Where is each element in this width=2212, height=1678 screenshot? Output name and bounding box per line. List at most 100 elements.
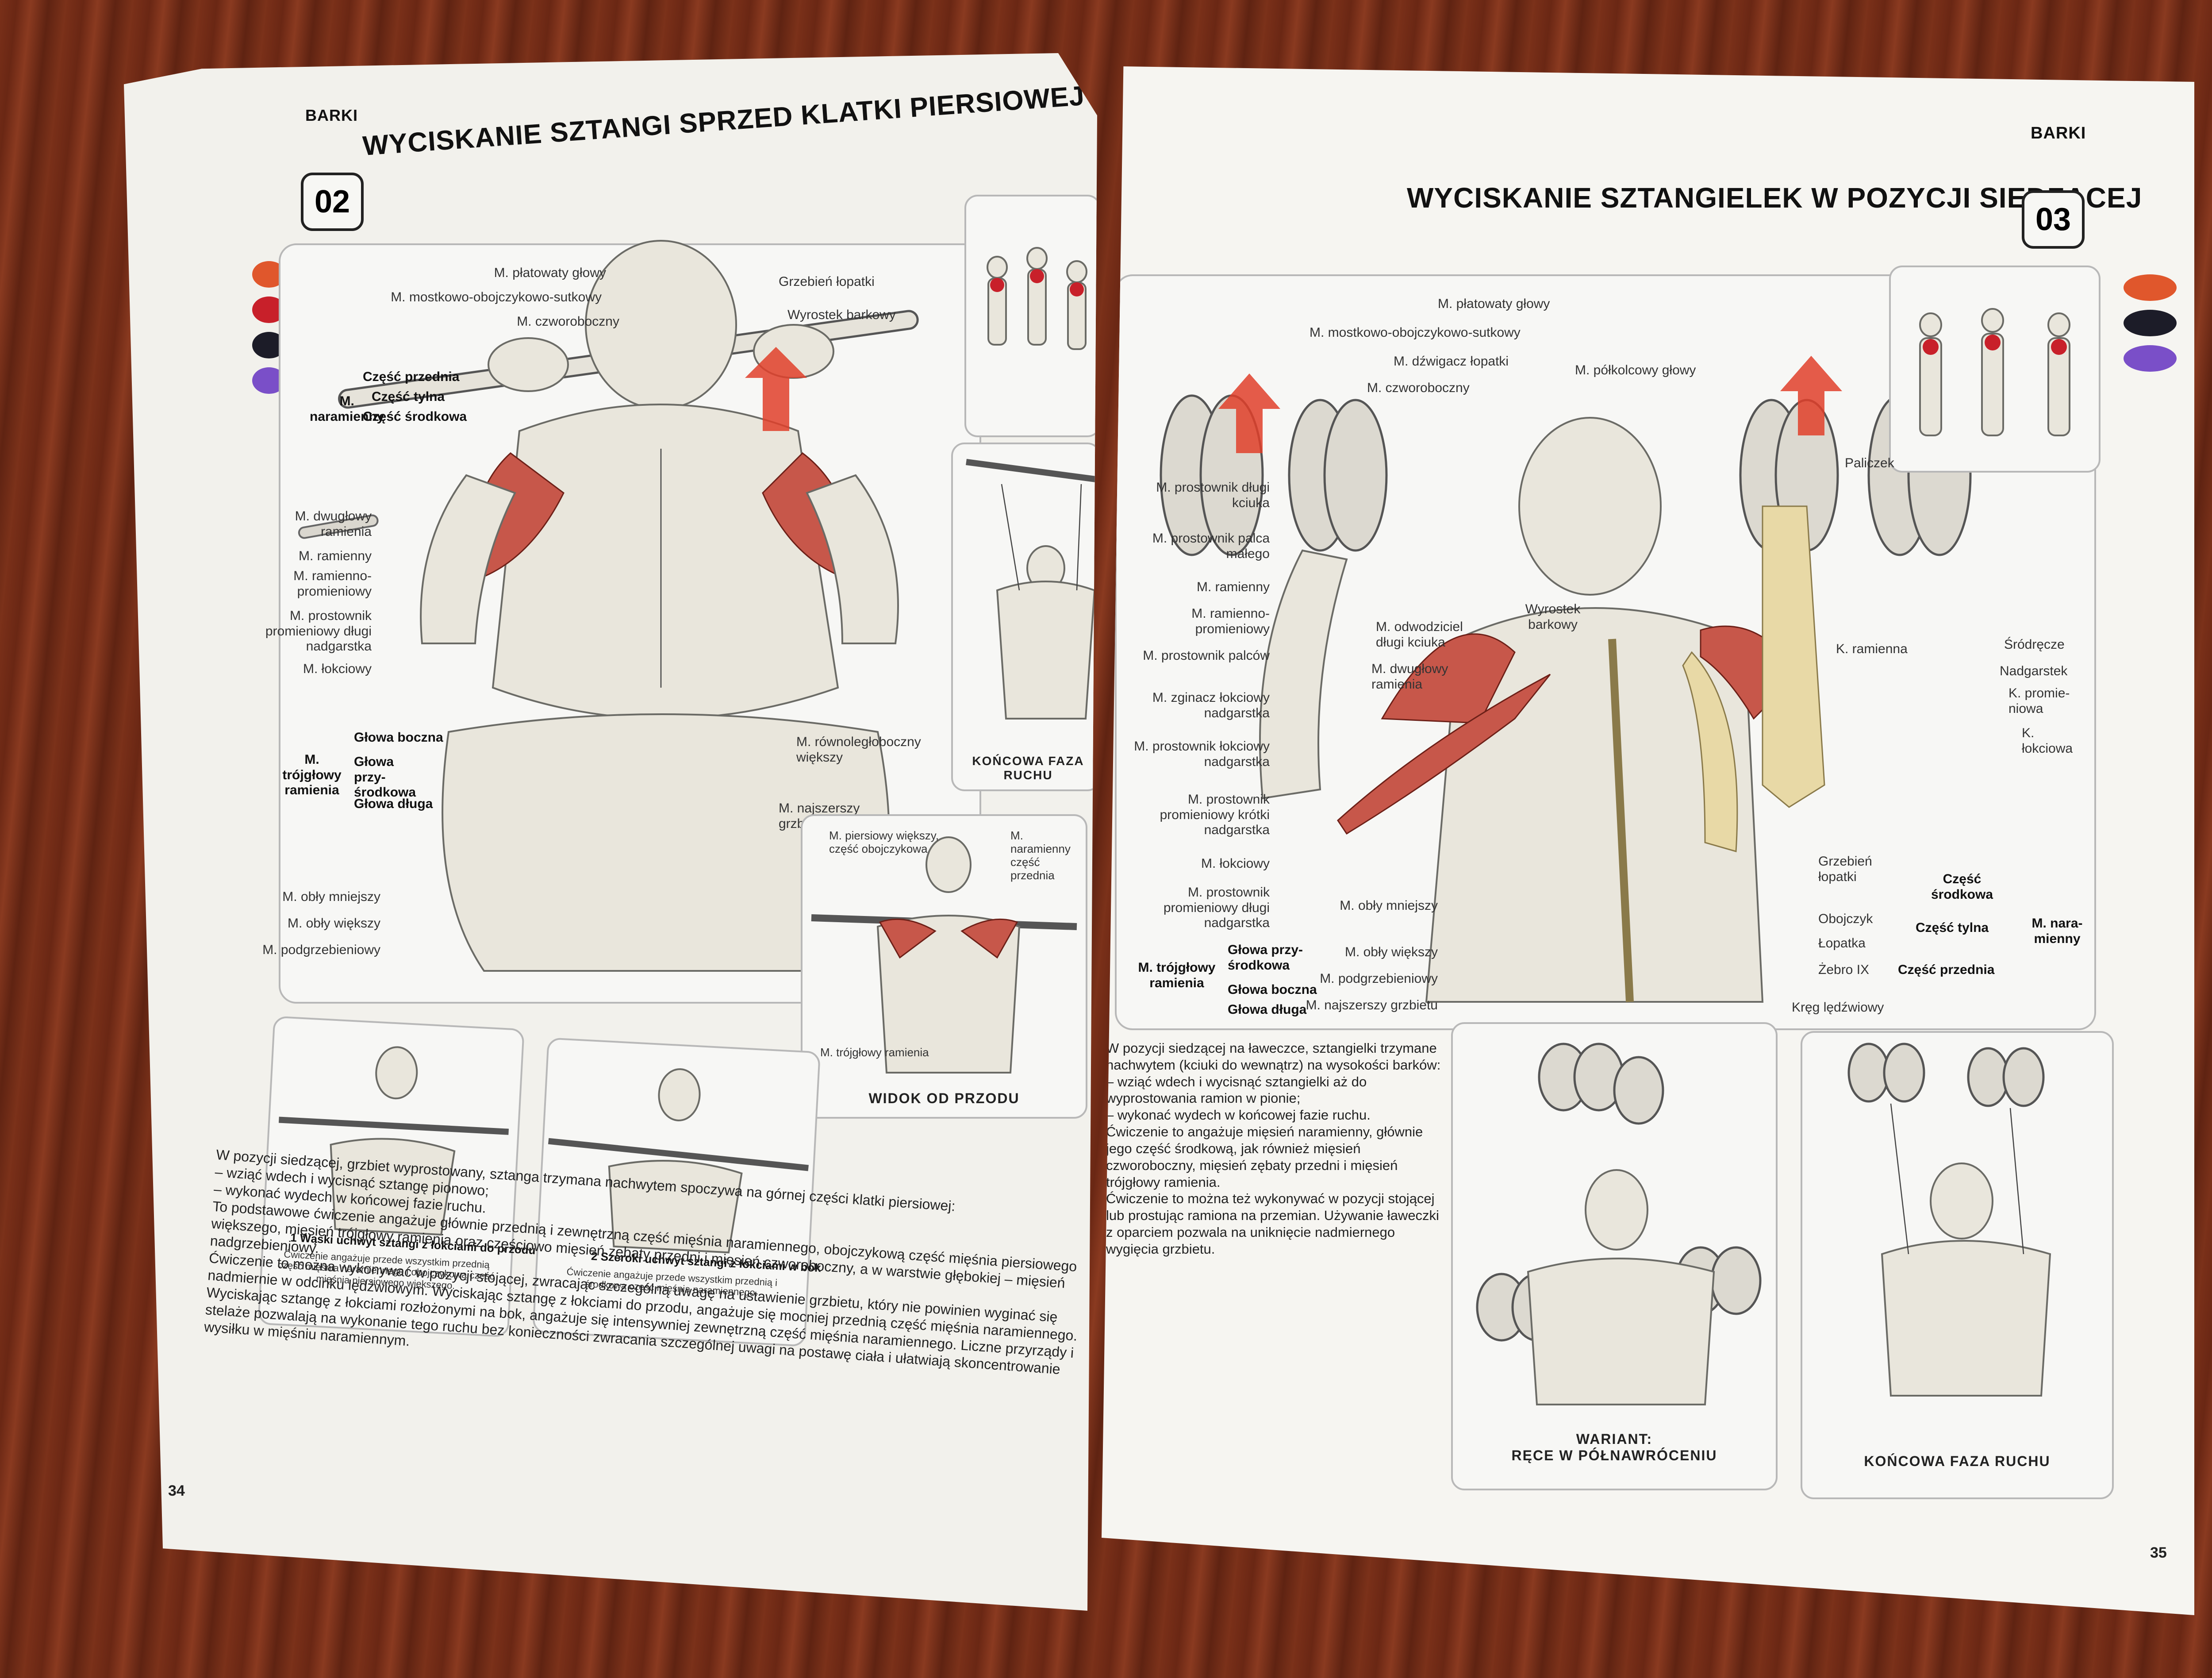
label-wyrostek: Wyrostek barkowy xyxy=(787,308,896,322)
variant2-drawing xyxy=(548,1068,809,1254)
final-phase-caption: KOŃCOWA FAZA RUCHU xyxy=(972,754,1084,782)
deltoid-part-rear: Część tylna xyxy=(372,389,445,404)
label-lokciowy: M. łokciowy xyxy=(303,662,372,676)
front-view-frame: M. piersiowy większy, część obojczykowa … xyxy=(801,814,1087,1119)
label-prostownik: M. prostownik promieniowy długi nadgarst… xyxy=(265,608,372,654)
label-k-lokciowa: K. łokciowa xyxy=(2022,726,2073,756)
label-k-promieniowa: K. promie-niowa xyxy=(2008,686,2070,716)
label-podgrzebieniowy: M. podgrzebieniowy xyxy=(1320,971,1438,986)
front-view-caption: WIDOK OD PRZODU xyxy=(868,1090,1020,1106)
final-phase-drawing xyxy=(966,459,1097,720)
body-text: W pozycji siedzącej na ławeczce, sztangi… xyxy=(1106,1040,1441,1257)
label-dzwigacz: M. dźwigacz łopatki xyxy=(1394,354,1509,369)
thumbnail-figures xyxy=(1919,308,2070,436)
label-prostownik-krotki: M. prostownik promieniowy krótki nadgars… xyxy=(1160,792,1270,837)
triceps-part-medial: Głowa przy-środkowa xyxy=(1228,943,1303,973)
section-header: BARKI xyxy=(2031,124,2086,142)
label-obly-wiekszy: M. obły większy xyxy=(287,916,380,931)
page-title: WYCISKANIE SZTANGIELEK W POZYCJI SIEDZĄC… xyxy=(1407,182,2143,214)
label-prostownik-kciuka: M. prostownik długi kciuka xyxy=(1156,480,1270,510)
deltoid-part-front: Część przednia xyxy=(363,369,460,384)
label-ramienno-promieniowy: M. ramienno-promieniowy xyxy=(293,569,372,599)
label-kreg: Kręg lędźwiowy xyxy=(1792,1000,1884,1015)
exercise-number-badge: 03 xyxy=(2022,190,2085,249)
final-phase-caption: KOŃCOWA FAZA RUCHU xyxy=(1864,1453,2051,1469)
front-view-drawing xyxy=(811,836,1077,1074)
page-title: WYCISKANIE SZTANGI SPRZED KLATKI PIERSIO… xyxy=(361,80,1086,162)
label-rownoleglo: M. równoległoboczny większy xyxy=(796,735,921,765)
back-anatomy-drawing xyxy=(1160,356,1972,1003)
final-phase-frame: KOŃCOWA FAZA RUCHU xyxy=(1801,1031,2114,1499)
page-number: 35 xyxy=(2150,1544,2167,1561)
main-illustration-frame xyxy=(1115,274,2096,1030)
label-ramienno-prom: M. ramienno-promieniowy xyxy=(1191,606,1270,636)
label-wyrostek: Wyrostek barkowy xyxy=(1525,602,1581,632)
label-dwuglowy: M. dwugłowy ramienia xyxy=(295,509,372,539)
label-czworoboczny: M. czworoboczny xyxy=(517,314,619,329)
label-obojczyk: Obojczyk xyxy=(1818,912,1873,926)
deltoid-part-rear: Część tylna xyxy=(1916,920,1989,935)
label-grzebien: Grzebień łopatki xyxy=(1818,854,1872,884)
label-obly-wiekszy: M. obły większy xyxy=(1344,945,1438,959)
triceps-part-medial: Głowa przy-środkowa xyxy=(354,754,416,800)
exercise-number-badge: 02 xyxy=(301,173,364,231)
variant1-drawing xyxy=(279,1046,509,1236)
deltoid-group-name: M. naramienny xyxy=(310,394,384,424)
label-prostownik-lokc: M. prostownik łokciowy nadgarstka xyxy=(1134,739,1270,769)
label-dwuglowy: M. dwugłowy ramienia xyxy=(1371,662,1448,692)
label-obly-mniejszy: M. obły mniejszy xyxy=(1340,898,1438,913)
right-page: BARKI WYCISKANIE SZTANGIELEK W POZYCJI S… xyxy=(1102,66,2194,1615)
thumbnail-figures xyxy=(987,247,1087,350)
label-podgrzebieniowy: M. podgrzebieniowy xyxy=(262,943,380,957)
label-prostownik-palcow: M. prostownik palców xyxy=(1143,648,1270,663)
label-paliczek: Paliczek xyxy=(1845,456,1894,470)
variant-caption: WARIANT: RĘCE W PÓŁNAWRÓCENIU xyxy=(1511,1431,1717,1463)
final-phase-drawing xyxy=(1847,1043,2051,1397)
label-k-ramienna: K. ramienna xyxy=(1836,642,1908,656)
variant2-frame: 2 Szeroki uchwyt sztangi z łokciami w bo… xyxy=(532,1037,821,1347)
front-label-piersiowy: M. piersiowy większy, część obojczykowa xyxy=(829,829,939,855)
label-lopatka: Łopatka xyxy=(1818,936,1866,951)
label-ramienny: M. ramienny xyxy=(1196,580,1270,594)
label-platowaty: M. płatowaty głowy xyxy=(494,266,606,280)
variant-frame: WARIANT: RĘCE W PÓŁNAWRÓCENIU xyxy=(1451,1022,1778,1490)
deltoid-part-front: Część przednia xyxy=(1898,962,1995,977)
black-dot xyxy=(2124,310,2177,336)
orange-dot xyxy=(2124,274,2177,301)
label-mostkowo: M. mostkowo-obojczykowo-sutkowy xyxy=(391,290,602,304)
triceps-group-name: M. trójgłowy ramienia xyxy=(1138,960,1216,990)
label-zginacz: M. zginacz łokciowy nadgarstka xyxy=(1152,690,1270,720)
label-nadgarstek: Nadgarstek xyxy=(2000,664,2068,678)
purple-dot xyxy=(2124,345,2177,372)
triceps-part-lateral: Głowa boczna xyxy=(1228,982,1317,997)
front-label-trojglowy: M. trójgłowy ramienia xyxy=(820,1046,929,1059)
label-zebro: Żebro IX xyxy=(1818,962,1870,977)
label-prostownik-dlugi: M. prostownik promieniowy długi nadgarst… xyxy=(1163,885,1270,930)
label-odwodziciel: M. odwodziciel długi kciuka xyxy=(1376,620,1463,650)
label-mostkowo: M. mostkowo-obojczykowo-sutkowy xyxy=(1310,325,1521,340)
main-illustration-frame xyxy=(279,240,981,1004)
deltoid-part-middle: Część środkowa xyxy=(363,409,467,424)
triceps-group-name: M. trójgłowy ramienia xyxy=(282,752,342,797)
front-label-naramienny: M. naramienny część przednia xyxy=(1010,829,1071,882)
label-polkolcowy: M. półkolcowy głowy xyxy=(1575,363,1696,377)
label-lokciowy: M. łokciowy xyxy=(1201,856,1270,871)
deltoid-group-name: M. nara-mienny xyxy=(2032,916,2083,946)
body-text: W pozycji siedzącej, grzbiet wyprostowan… xyxy=(204,1146,1078,1378)
label-platowaty: M. płatowaty głowy xyxy=(1438,296,1550,311)
label-czworoboczny: M. czworoboczny xyxy=(1367,381,1470,395)
variant-drawing xyxy=(1476,1043,1762,1405)
thumbnail-figures-frame xyxy=(964,195,1097,437)
label-srodrecze: Śródręcze xyxy=(2004,637,2065,652)
left-page: BARKI 02 WYCISKANIE SZTANGI SPRZED KLATK… xyxy=(124,53,1097,1611)
triceps-part-long: Głowa długa xyxy=(1228,1002,1307,1017)
label-grzebien: Grzebień łopatki xyxy=(779,274,875,289)
section-header: BARKI xyxy=(305,106,358,124)
triceps-part-long: Głowa długa xyxy=(354,797,433,811)
label-obly-mniejszy: M. obły mniejszy xyxy=(282,889,380,904)
label-prostownik-palca: M. prostownik palca małego xyxy=(1152,531,1270,561)
triceps-part-lateral: Głowa boczna xyxy=(354,730,443,745)
back-anatomy-drawing xyxy=(298,240,919,972)
deltoid-part-middle: Część środkowa xyxy=(1931,872,1993,902)
page-number: 34 xyxy=(168,1482,185,1499)
